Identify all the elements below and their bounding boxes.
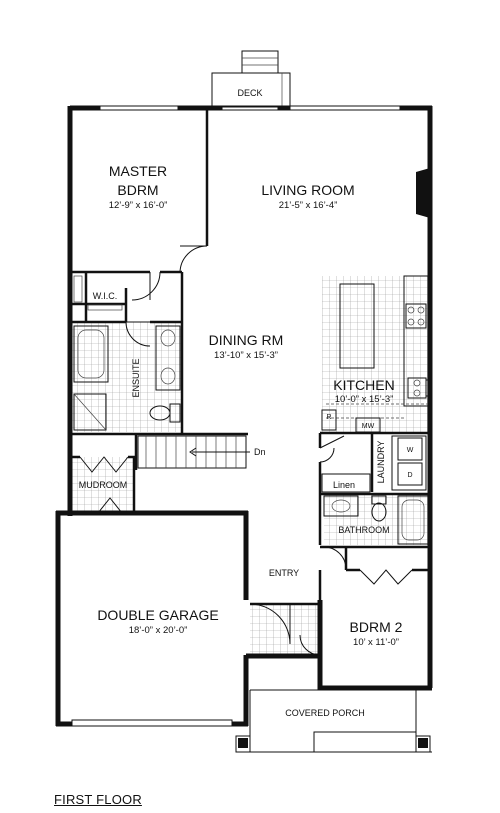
entry-label: ENTRY [269,568,299,578]
floor-title: FIRST FLOOR [54,792,142,807]
washer-label: W [407,447,414,454]
laundry-label: LAUNDRY [376,441,386,484]
dryer-icon [397,462,423,486]
linen-label: Linen [333,480,355,490]
bdrm2-dims: 10’ x 11’-0” [353,637,399,648]
deck [211,50,291,108]
microwave-label: MW [362,423,375,430]
interior-walls [70,108,430,606]
covered-porch-label: COVERED PORCH [285,708,365,718]
fireplace-icon [416,168,430,218]
linen-closet [321,473,371,493]
entry-tile-floor [250,604,320,656]
wic-shelf [73,275,83,303]
microwave-box [355,417,381,433]
kitchen-fixtures [321,275,431,433]
double-vanity-icon [155,325,181,391]
cooktop-icon [405,303,427,329]
toilet-icon [149,403,181,423]
dining-rm-label: DINING RM [209,332,284,348]
ensuite-tile-floor [72,322,182,432]
kitchen-dims: 10’-0” x 15’-3” [335,394,394,405]
garage-door [71,719,233,727]
bdrm2-label: BDRM 2 [350,619,403,635]
bdrm2-window [339,685,417,691]
kitchen-island [339,283,375,369]
bathroom-toilet-icon [371,495,387,522]
master-bdrm-dims: 12’-9” x 16’-0” [109,200,168,211]
wic-shelf-2 [87,304,123,311]
living-room-label: LIVING ROOM [261,182,354,198]
dishwasher-icon [425,379,431,397]
master-bdrm-label-line2: BDRM [117,182,158,198]
ensuite-label: ENSUITE [131,358,141,397]
master-bdrm-label-line1: MASTER [109,163,167,179]
doors [79,245,413,656]
double-garage-label: DOUBLE GARAGE [97,607,218,623]
porch-post-right [418,738,428,748]
deck-label: DECK [237,88,262,98]
range-label: R [326,414,331,421]
mudroom-label: MUDROOM [79,480,128,490]
vanity-icon [323,495,359,517]
ensuite-fixtures [73,325,181,431]
kitchen-counter [403,275,429,407]
dining-rm-dims: 13’-10” x 15’-3” [214,350,278,361]
bathtub-icon [73,325,109,383]
living-room-dims: 21’-5” x 16’-4” [279,200,338,211]
stairs [137,435,250,469]
kitchen-label: KITCHEN [333,377,394,393]
double-garage-dims: 18’-0” x 20’-0” [129,625,188,636]
covered-porch [235,689,432,753]
exterior-walls [55,105,433,727]
porch-post-left [238,738,248,748]
mudroom-tile-floor [72,457,134,513]
kitchen-tile-floor [322,276,428,433]
shower-icon [73,393,107,431]
bathroom-fixtures [323,495,429,545]
laundry-fixtures [321,435,427,493]
bathroom-tub-icon [397,495,429,545]
bathroom-label: BATHROOM [338,525,389,535]
washer-icon [397,437,423,461]
wic-label: W.I.C. [93,291,118,301]
stairs-down-label: Dn [254,447,266,457]
dryer-label: D [407,472,412,479]
range-box [321,409,337,431]
